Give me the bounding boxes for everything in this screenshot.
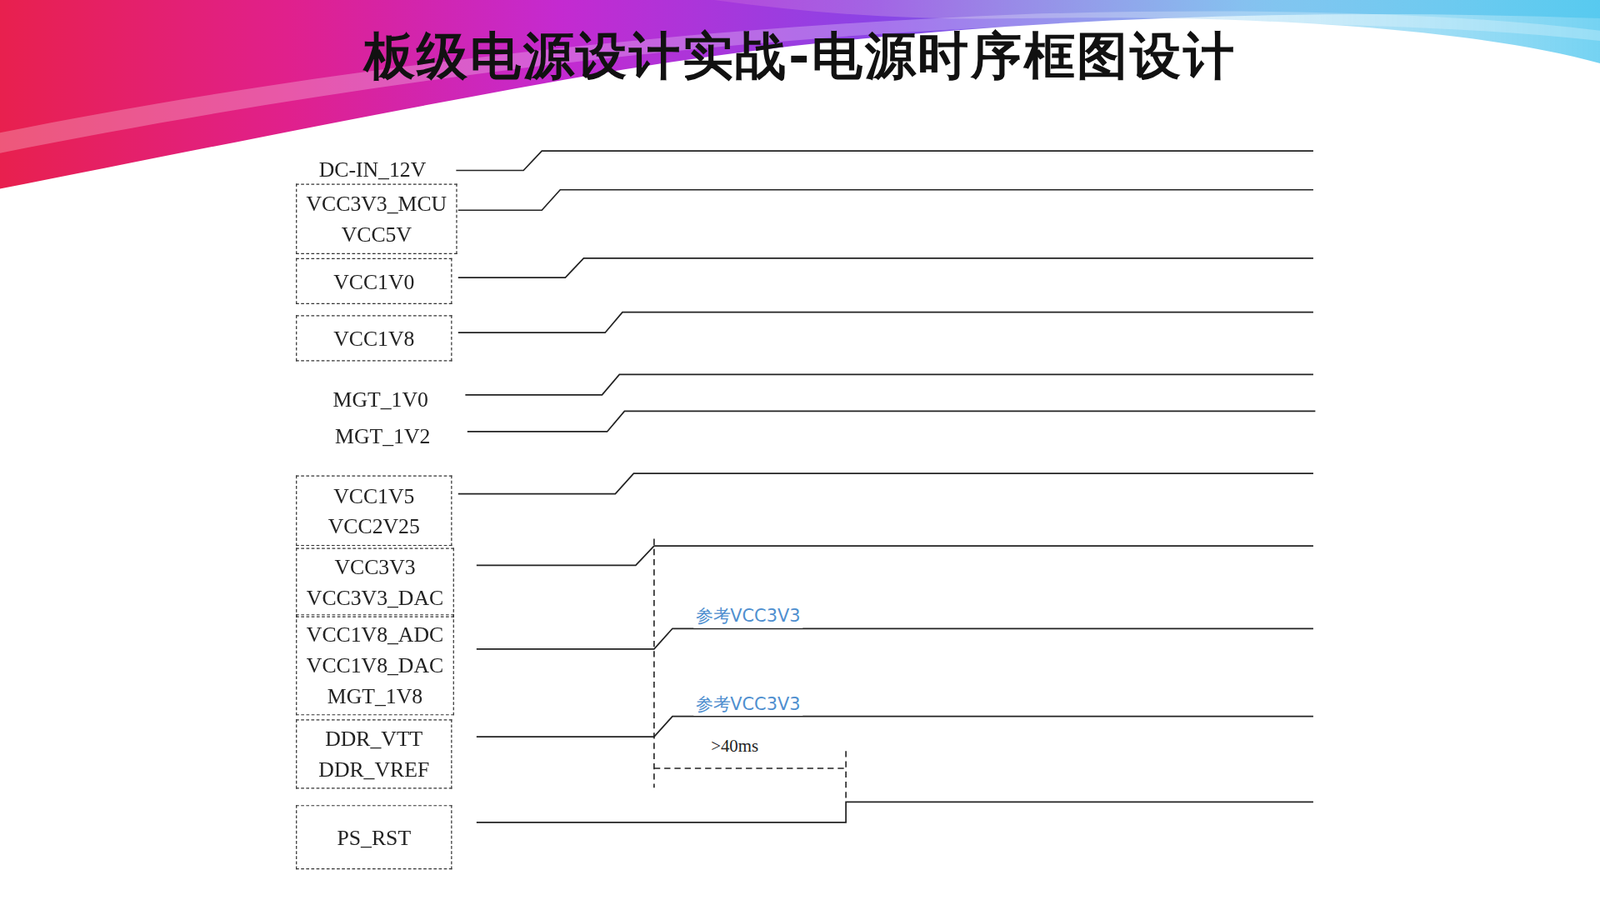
signal-group-box: VCC1V5VCC2V25 xyxy=(295,475,452,546)
header-swoosh xyxy=(0,0,1600,190)
signal-name: VCC3V3_DAC xyxy=(306,582,444,614)
signal-name: DDR_VTT xyxy=(325,723,423,755)
signal-name: VCC2V25 xyxy=(328,510,420,542)
slide-title: 板级电源设计实战-电源时序框图设计 xyxy=(0,22,1600,91)
reference-note: 参考VCC3V3 xyxy=(693,605,803,629)
signal-group-box: VCC3V3_MCUVCC5V xyxy=(295,183,457,254)
signal-name: VCC3V3 xyxy=(334,551,415,583)
signal-group-box: VCC1V0 xyxy=(295,258,452,305)
signal-name: PS_RST xyxy=(336,821,411,853)
signal-name: DDR_VREF xyxy=(318,754,430,785)
timing-markers xyxy=(654,539,846,803)
signal-group-box: PS_RST xyxy=(295,805,452,870)
waveforms xyxy=(455,150,1315,823)
signal-name: VCC1V5 xyxy=(333,480,415,511)
signal-name: VCC1V8_DAC xyxy=(306,649,444,680)
signal-group-box: VCC1V8_ADCVCC1V8_DACMGT_1V8 xyxy=(295,614,455,715)
signal-name: DC-IN_12V xyxy=(319,157,427,184)
signal-name: MGT_1V8 xyxy=(327,680,423,711)
signal-group-box: DDR_VTTDDR_VREF xyxy=(295,719,452,789)
signal-name: VCC3V3_MCU xyxy=(306,188,448,220)
signal-name: MGT_1V2 xyxy=(335,424,430,450)
signal-name: VCC1V0 xyxy=(333,265,415,297)
delay-dimension: >40ms xyxy=(709,736,761,757)
signal-name: MGT_1V0 xyxy=(333,387,429,414)
signal-group-box: VCC3V3VCC3V3_DAC xyxy=(295,548,455,618)
signal-name: VCC1V8 xyxy=(333,323,415,355)
signal-name: VCC5V xyxy=(341,219,412,250)
reference-note: 参考VCC3V3 xyxy=(693,692,803,716)
signal-group-box: VCC1V8 xyxy=(295,315,452,361)
signal-name: VCC1V8_ADC xyxy=(306,619,444,650)
